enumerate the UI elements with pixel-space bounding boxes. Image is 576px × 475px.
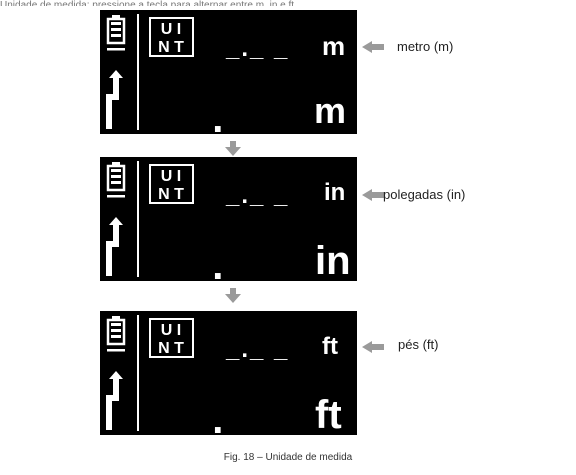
reference-edge-icon [106, 70, 123, 129]
lcd-divider [137, 14, 139, 130]
lcd-graphics: U I N T _._ _ m _._ _ m [106, 14, 346, 134]
reference-edge-icon [106, 217, 123, 276]
battery-icon [106, 316, 126, 352]
unit-small-m: m [322, 31, 345, 61]
unit-badge-line1: U I [161, 168, 181, 185]
lcd-panel-meter: U I N T _._ _ m _._ _ m [100, 10, 357, 134]
unit-badge [149, 318, 194, 358]
reference-edge-icon [106, 371, 123, 430]
unit-badge-line1: U I [161, 21, 181, 38]
small-digits-placeholder: _._ _ [225, 35, 289, 62]
unit-badge-line1: U I [161, 322, 181, 339]
large-digits-placeholder: _._ _ [183, 97, 303, 134]
label-inch: polegadas (in) [383, 187, 466, 202]
unit-badge [149, 164, 194, 204]
large-digits-placeholder: _._ _ [183, 244, 303, 281]
lcd-graphics: U I N T _._ _ ft _._ _ ft [106, 315, 342, 435]
lcd-panel-feet: U I N T _._ _ ft _._ _ ft [100, 311, 357, 435]
flow-down-arrow-icon [225, 141, 241, 156]
lcd-graphics: U I N T _._ _ in _._ _ in [106, 161, 351, 281]
large-digits-placeholder: _._ _ [183, 398, 303, 435]
callout-arrow-icon [362, 189, 384, 201]
battery-icon [106, 15, 126, 51]
lcd-divider [137, 161, 139, 277]
lcd-panel-inch: U I N T _._ _ in _._ _ in [100, 157, 357, 281]
unit-large-ft: ft [315, 393, 342, 435]
lcd-divider [137, 315, 139, 431]
flow-down-arrow-icon [225, 288, 241, 303]
label-meter: metro (m) [397, 39, 454, 54]
small-digits-placeholder: _._ _ [225, 336, 289, 363]
small-digits-placeholder: _._ _ [225, 182, 289, 209]
unit-large-in: in [315, 239, 351, 281]
callout-arrow-icon [362, 41, 384, 53]
unit-badge-line2: N T [158, 186, 184, 203]
label-feet: pés (ft) [398, 337, 439, 352]
unit-badge-line2: N T [158, 340, 184, 357]
battery-icon [106, 162, 126, 198]
callout-arrow-icon [362, 341, 384, 353]
unit-badge [149, 17, 194, 57]
unit-badge-line2: N T [158, 39, 184, 56]
figure-caption: Fig. 18 – Unidade de medida [223, 452, 353, 463]
unit-small-in: in [324, 179, 345, 206]
header-fragment: Unidade de medida: pressione a tecla par… [0, 0, 295, 6]
unit-small-ft: ft [322, 333, 338, 360]
unit-large-m: m [314, 90, 346, 131]
